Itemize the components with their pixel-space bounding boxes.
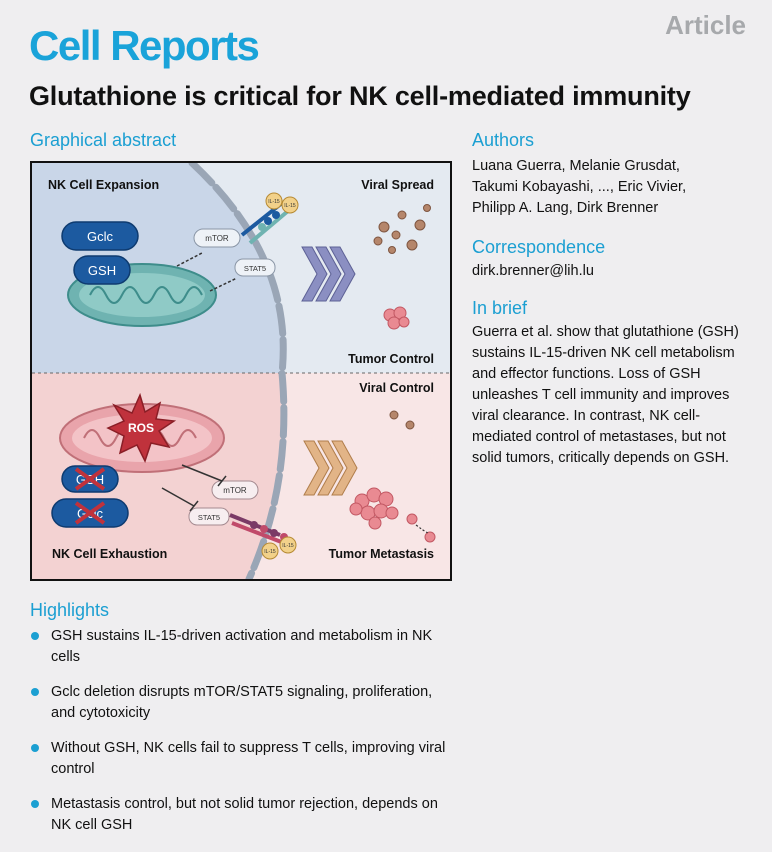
highlight-item: Metastasis control, but not solid tumor … bbox=[30, 794, 455, 836]
cell-membrane bbox=[188, 163, 288, 579]
gclc-label-top: Gclc bbox=[87, 229, 114, 244]
author-line: Philipp A. Lang, Dirk Brenner bbox=[472, 200, 659, 216]
correspondence-email[interactable]: dirk.brenner@lih.lu bbox=[472, 263, 594, 279]
nk-expansion-label: NK Cell Expansion bbox=[48, 178, 159, 192]
stat5-pill-top: STAT5 bbox=[234, 258, 276, 277]
tumor-cluster-top bbox=[383, 306, 410, 330]
stat5-pill-bottom: STAT5 bbox=[188, 507, 230, 526]
chevron-arrow-bottom bbox=[303, 440, 358, 496]
bullet-dot-icon bbox=[31, 688, 39, 696]
il15-label-top-1: IL-15 bbox=[268, 199, 280, 205]
gclc-pill-top: Gclc bbox=[61, 221, 139, 251]
highlights-heading: Highlights bbox=[30, 600, 110, 620]
stat5-label-top: STAT5 bbox=[244, 264, 266, 273]
highlight-item: Gclc deletion disrupts mTOR/STAT5 signal… bbox=[30, 682, 455, 724]
il15-receptor-bottom bbox=[229, 513, 288, 545]
highlight-item: Without GSH, NK cells fail to suppress T… bbox=[30, 738, 455, 780]
metastasis-arrow bbox=[415, 524, 429, 534]
il15-label-bottom-1: IL-15 bbox=[264, 549, 276, 555]
graphical-abstract-figure: NK Cell Expansion Viral Spread Tumor Con… bbox=[30, 161, 452, 581]
in-brief-text: Guerra et al. show that glutathione (GSH… bbox=[472, 322, 762, 469]
virus-icons-top bbox=[373, 204, 431, 254]
gsh-pill-bottom: GSH bbox=[61, 465, 119, 493]
author-line: Luana Guerra, Melanie Grusdat, bbox=[472, 158, 680, 174]
il15-label-top-2: IL-15 bbox=[284, 203, 296, 209]
il15-ligand-bottom-2: IL-15 bbox=[279, 536, 297, 554]
inhibition-stat5 bbox=[161, 487, 199, 512]
mtor-pill-top: mTOR bbox=[193, 228, 241, 248]
il15-ligand-bottom-1: IL-15 bbox=[261, 542, 279, 560]
mtor-label-top: mTOR bbox=[205, 234, 229, 243]
ros-burst: ROS bbox=[106, 392, 177, 463]
mtor-label-bottom: mTOR bbox=[223, 486, 247, 495]
brief-line: solid tumors, critically depends on GSH. bbox=[472, 450, 730, 466]
brief-line: viral clearance. In contrast, NK cell- bbox=[472, 408, 701, 424]
bullet-dot-icon bbox=[31, 632, 39, 640]
gclc-pill-bottom: Gclc bbox=[51, 498, 129, 528]
highlight-item: GSH sustains IL-15-driven activation and… bbox=[30, 626, 455, 668]
brief-line: Guerra et al. show that glutathione (GSH… bbox=[472, 324, 739, 340]
graphical-abstract-heading: Graphical abstract bbox=[30, 130, 177, 150]
brief-line: sustains IL-15-driven NK cell metabolism bbox=[472, 345, 735, 361]
mtor-pill-bottom: mTOR bbox=[211, 480, 259, 500]
tumor-metastasis-label: Tumor Metastasis bbox=[329, 547, 434, 561]
journal-logo: Cell Reports bbox=[29, 22, 260, 69]
tumor-metastasis-cluster bbox=[349, 487, 436, 543]
tumor-control-label: Tumor Control bbox=[348, 352, 434, 366]
brief-line: mediated control of metastases, but not bbox=[472, 429, 726, 445]
nk-exhaustion-label: NK Cell Exhaustion bbox=[52, 547, 167, 561]
in-brief-heading: In brief bbox=[472, 298, 528, 318]
correspondence-heading: Correspondence bbox=[472, 237, 606, 257]
brief-line: unleashes T cell immunity and improves bbox=[472, 387, 730, 403]
gsh-label-top: GSH bbox=[88, 263, 116, 278]
stat5-label-bottom: STAT5 bbox=[198, 513, 220, 522]
highlights-list: GSH sustains IL-15-driven activation and… bbox=[30, 626, 455, 850]
page-title: Glutathione is critical for NK cell-medi… bbox=[29, 81, 691, 111]
chevron-arrow-top bbox=[301, 246, 356, 302]
il15-ligand-top-1: IL-15 bbox=[265, 192, 283, 210]
virus-icons-bottom bbox=[389, 410, 415, 430]
il15-ligand-top-2: IL-15 bbox=[281, 196, 299, 214]
bullet-dot-icon bbox=[31, 744, 39, 752]
inhibition-mtor bbox=[181, 464, 227, 487]
il15-label-bottom-2: IL-15 bbox=[282, 543, 294, 549]
bullet-dot-icon bbox=[31, 800, 39, 808]
brief-line: and effector functions. Loss of GSH bbox=[472, 366, 701, 382]
article-tag: Article bbox=[665, 10, 746, 40]
viral-control-label: Viral Control bbox=[359, 381, 434, 395]
authors-list: Luana Guerra, Melanie Grusdat, Takumi Ko… bbox=[472, 156, 752, 219]
authors-heading: Authors bbox=[472, 130, 535, 150]
ros-label: ROS bbox=[128, 421, 154, 435]
gsh-pill-top: GSH bbox=[73, 255, 131, 285]
author-line: Takumi Kobayashi, ..., Eric Vivier, bbox=[472, 179, 687, 195]
viral-spread-label: Viral Spread bbox=[361, 178, 434, 192]
